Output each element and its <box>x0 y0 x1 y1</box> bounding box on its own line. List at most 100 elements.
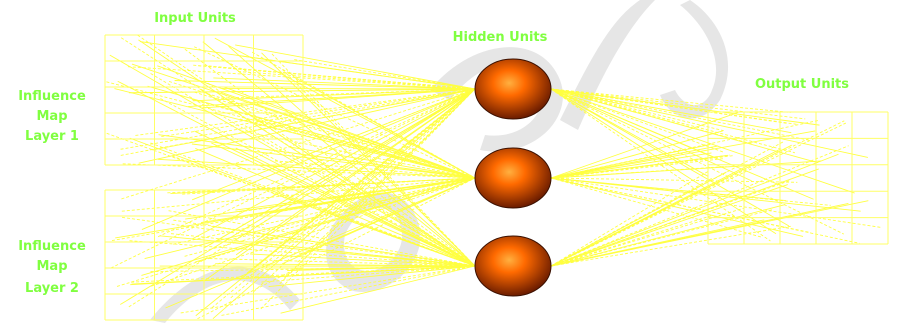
connection-line <box>550 177 804 237</box>
connection-line <box>550 88 791 113</box>
connection-line <box>199 88 476 267</box>
connection-line <box>288 146 476 179</box>
connection-line <box>261 265 476 283</box>
connection-line <box>171 233 476 267</box>
connection-line <box>117 80 476 267</box>
connection-line <box>106 81 476 179</box>
connection-line <box>194 91 476 179</box>
connection-line <box>121 88 476 200</box>
connection-line <box>550 171 727 267</box>
connection-line <box>157 88 476 238</box>
connection-line <box>159 235 476 267</box>
connection-line <box>550 177 714 267</box>
connection-line <box>249 253 476 267</box>
output-units-label: Output Units <box>754 77 850 92</box>
connection-line <box>220 91 476 179</box>
connection-line <box>197 177 476 320</box>
connection-line <box>121 177 476 212</box>
connection-line <box>550 166 727 179</box>
connection-line <box>550 207 745 267</box>
connection-line <box>550 177 882 228</box>
connection-line <box>212 88 476 320</box>
connection-line <box>550 88 792 134</box>
connection-line <box>228 45 476 267</box>
connection-line <box>110 88 476 269</box>
connection-line <box>550 88 868 158</box>
connection-line <box>215 88 476 99</box>
connection-line <box>550 177 762 238</box>
connection-line <box>550 215 712 267</box>
connection-line <box>273 193 476 267</box>
connection-line <box>550 203 849 267</box>
input-units-label: Input Units <box>154 11 236 26</box>
connection-line <box>550 88 806 120</box>
unit-grids <box>104 34 889 321</box>
connection-line <box>184 48 476 267</box>
connection-line <box>195 177 476 263</box>
connection-line <box>193 46 476 179</box>
connection-line <box>550 204 786 267</box>
connection-line <box>215 263 476 267</box>
connection-line <box>221 265 476 316</box>
connection-line <box>121 216 476 267</box>
connection-line <box>235 44 476 90</box>
layer2-label-line1: Influence <box>18 239 86 254</box>
connection-line <box>550 154 729 179</box>
connection-line <box>173 219 476 267</box>
connection-line <box>550 145 719 179</box>
connection-line <box>550 149 780 267</box>
connection-line <box>211 88 476 309</box>
connection-line <box>550 88 777 235</box>
connection-line <box>137 34 476 267</box>
connection-line <box>550 111 739 179</box>
connection-line <box>150 142 476 267</box>
connection-line <box>209 258 476 267</box>
connection-line <box>550 88 814 200</box>
connection-line <box>550 177 798 183</box>
layer1-label-line3: Layer 1 <box>25 129 79 144</box>
connection-line <box>550 153 839 267</box>
connection-line <box>550 177 831 206</box>
hidden-unit-node-2 <box>474 147 552 209</box>
connection-line <box>138 88 476 164</box>
connection-line <box>255 119 476 179</box>
connection-line <box>135 88 476 136</box>
connection-line <box>260 88 476 310</box>
connection-line <box>202 41 476 267</box>
connection-line <box>198 65 476 90</box>
connection-line <box>550 184 788 267</box>
connection-line <box>213 77 476 90</box>
connection-line <box>230 88 476 299</box>
hidden-unit-node-3 <box>474 235 552 297</box>
connection-line <box>158 134 476 179</box>
connection-line <box>161 88 476 138</box>
layer2-label-line3: Layer 2 <box>25 281 79 296</box>
connection-line <box>129 240 476 267</box>
connection-line <box>280 265 476 314</box>
connection-line <box>223 177 476 242</box>
connection-line <box>550 88 752 182</box>
connection-line <box>280 88 476 245</box>
connection-line <box>160 98 476 267</box>
connection-line <box>550 120 845 267</box>
connection-line <box>550 152 712 179</box>
connection-line <box>297 88 476 263</box>
connection-lines <box>106 34 882 320</box>
connection-line <box>128 88 476 94</box>
connection-line <box>550 168 819 267</box>
connection-line <box>235 88 476 256</box>
connection-line <box>200 177 476 224</box>
connection-line <box>168 210 476 267</box>
connection-line <box>550 130 723 179</box>
connection-line <box>295 265 476 270</box>
connection-line <box>550 225 791 267</box>
connection-line <box>261 52 476 267</box>
connection-line <box>550 171 709 267</box>
connection-line <box>221 87 476 90</box>
connection-line <box>251 51 476 179</box>
connection-line <box>195 147 476 267</box>
connection-line <box>141 88 476 230</box>
connection-line <box>550 145 849 267</box>
